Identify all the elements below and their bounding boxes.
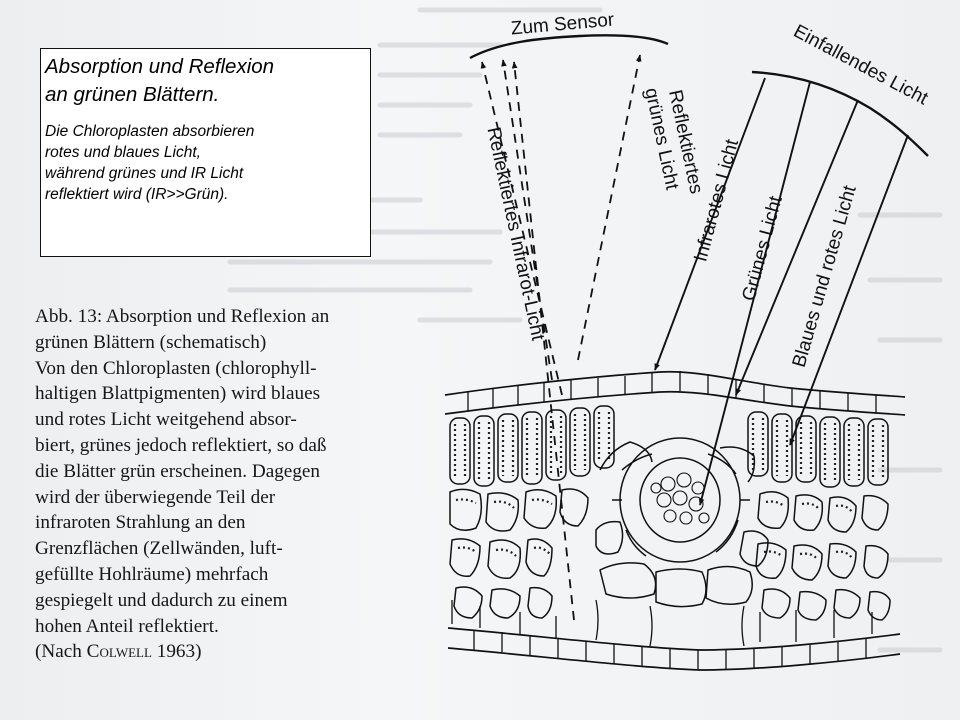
vascular-bundle	[595, 437, 769, 608]
sensor-brace	[469, 34, 669, 60]
info-text-line: rotes und blaues Licht,	[45, 144, 201, 161]
spongy-cells	[449, 488, 891, 621]
chloroplast-dots	[453, 412, 885, 481]
info-text-line: während grünes und IR Licht	[45, 165, 244, 182]
upper-epidermis	[444, 370, 906, 398]
label-green: Grünes Licht	[739, 193, 787, 303]
epidermis-cell-walls	[467, 371, 877, 413]
figure-caption: Abb. 13: Absorption und Reflexion an grü…	[35, 304, 410, 665]
reflected-ray-2	[501, 59, 553, 381]
lower-epidermis	[447, 627, 901, 651]
caption-source-author: Colwell	[86, 641, 152, 663]
caption-line: wird der überwiegende Teil der	[35, 486, 276, 508]
caption-source-prefix: (Nach	[35, 641, 87, 663]
caption-line: haltigen Blattpigmenten) wird blaues	[35, 383, 321, 405]
caption-line: infraroten Strahlung an den	[35, 512, 246, 534]
ray-labels: Zum Sensor Einfallendes Licht Reflektier…	[482, 9, 931, 369]
caption-line: die Blätter grün erscheinen. Dagegen	[35, 460, 321, 482]
caption-source-year: 1963)	[151, 641, 202, 663]
caption-line: Von den Chloroplasten (chlorophyll-	[35, 357, 317, 379]
palisade-cells	[449, 405, 889, 488]
label-incoming: Einfallendes Licht	[790, 21, 932, 110]
info-text-line: reflektiert wird (IR>>Grün).	[45, 186, 229, 203]
spongy-chloroplasts	[455, 498, 853, 561]
leaf-cross-section	[444, 370, 906, 671]
caption-line: gespiegelt und dadurch zu einem	[35, 589, 288, 611]
info-text-line: Die Chloroplasten absorbieren	[45, 123, 255, 140]
info-box: Absorption und Reflexion an grünen Blätt…	[40, 48, 371, 257]
incoming-ray-3	[735, 99, 859, 396]
incoming-ray-2	[698, 81, 811, 506]
info-box-title: Absorption und Reflexion an grünen Blätt…	[45, 53, 364, 109]
caption-line: grünen Blättern (schematisch)	[35, 331, 267, 353]
reflected-ray-4	[577, 54, 642, 361]
info-title-line-1: Absorption und Reflexion	[45, 55, 275, 78]
info-title-line-2: an grünen Blättern.	[45, 83, 220, 106]
reflected-rays	[480, 54, 642, 621]
reflected-ray-3	[511, 61, 575, 621]
incoming-brace	[751, 70, 929, 157]
incoming-ray-1	[654, 77, 766, 371]
caption-source: (Nach Colwell 1963)	[35, 639, 410, 665]
label-blue-red: Blaues und rotes Licht	[789, 183, 861, 370]
incoming-ray-4	[789, 134, 909, 446]
caption-line: biert, grünes jedoch reflektiert, so daß	[35, 434, 327, 456]
lower-epidermis-walls	[473, 630, 867, 670]
caption-line: hohen Anteil reflektiert.	[35, 615, 219, 637]
info-box-text: Die Chloroplasten absorbieren rotes und …	[45, 121, 364, 205]
caption-line: Abb. 13: Absorption und Reflexion an	[35, 306, 330, 327]
caption-line: Grenzflächen (Zellwänden, luft-	[35, 538, 283, 560]
caption-line: und rotes Licht weitgehend absor-	[35, 409, 297, 431]
caption-line: gefüllte Hohlräume) mehrfach	[35, 563, 269, 585]
incoming-rays	[654, 77, 909, 506]
